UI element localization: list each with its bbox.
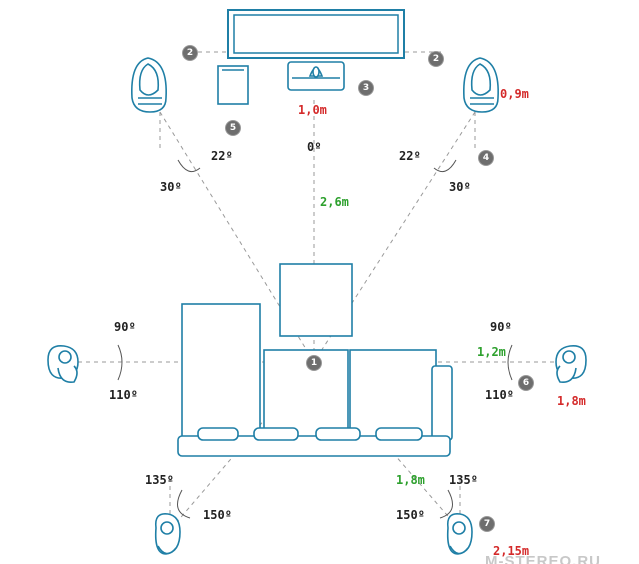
angle-side-right-bottom: 110º — [485, 388, 514, 402]
distance-front-speaker: 0,9m — [500, 87, 529, 101]
position-badge-1: 1 — [307, 356, 321, 370]
side-right-speaker-icon — [555, 344, 587, 384]
sofa-base — [177, 435, 451, 457]
rear-right-arc — [439, 489, 453, 519]
position-badge-4: 4 — [479, 151, 493, 165]
watermark-text: M-STEREO.RU — [485, 553, 601, 564]
side-right-arc — [507, 344, 513, 381]
angle-rear-left-top: 135º — [145, 473, 174, 487]
position-badge-5: 5 — [226, 121, 240, 135]
position-badge-6: 6 — [519, 376, 533, 390]
sofa-right-section — [349, 349, 437, 439]
rear-left-speaker-icon — [154, 512, 181, 555]
sofa-cushion-1 — [197, 427, 239, 441]
angle-rear-right-bottom: 150º — [396, 508, 425, 522]
tv-screen — [227, 9, 405, 59]
sofa-middle-section — [263, 349, 349, 439]
center-speaker-icon — [287, 61, 345, 91]
position-badge-7: 7 — [480, 517, 494, 531]
rear-left-arc — [177, 489, 191, 519]
subwoofer-icon — [217, 65, 249, 105]
rear-right-axis-line — [313, 361, 461, 531]
distance-rear-speaker: 2,15m — [493, 544, 530, 558]
front-right-speaker-icon — [463, 57, 499, 113]
angle-front-right-outer: 30º — [449, 180, 471, 194]
front-right-arc — [433, 159, 457, 173]
rear-right-speaker-icon — [446, 512, 473, 555]
position-badge-2-left: 2 — [183, 46, 197, 60]
angle-front-left-inner: 22º — [211, 149, 233, 163]
sofa-cushion-4 — [375, 427, 423, 441]
position-badge-2-right: 2 — [429, 52, 443, 66]
side-left-arc — [117, 344, 123, 381]
distance-listening-to-rear: 1,8m — [396, 473, 425, 487]
rear-left-axis-line — [169, 361, 315, 531]
distance-side-speaker: 1,8m — [557, 394, 586, 408]
angle-front-right-inner: 22º — [399, 149, 421, 163]
sofa-cushion-3 — [315, 427, 361, 441]
front-left-speaker-icon — [131, 57, 167, 113]
angle-rear-left-bottom: 150º — [203, 508, 232, 522]
sofa — [177, 303, 453, 457]
front-left-arc — [177, 159, 201, 173]
angle-arcs — [117, 159, 513, 519]
front-right-axis-line — [313, 111, 476, 363]
front-left-axis-line — [159, 111, 315, 363]
angle-side-left-top: 90º — [114, 320, 136, 334]
coffee-table — [279, 263, 353, 337]
sofa-left-backrest — [181, 303, 261, 439]
angle-side-right-top: 90º — [490, 320, 512, 334]
distance-center-speaker: 1,0m — [298, 103, 327, 117]
angle-center: 0º — [307, 140, 322, 154]
distance-listening-to-tv: 2,6m — [320, 195, 349, 209]
position-badge-3: 3 — [359, 81, 373, 95]
sofa-right-arm — [431, 365, 453, 441]
angle-front-left-outer: 30º — [160, 180, 182, 194]
distance-listening-to-side: 1,2m — [477, 345, 506, 359]
angle-side-left-bottom: 110º — [109, 388, 138, 402]
side-left-speaker-icon — [47, 344, 79, 384]
angle-rear-right-top: 135º — [449, 473, 478, 487]
sofa-cushion-2 — [253, 427, 299, 441]
